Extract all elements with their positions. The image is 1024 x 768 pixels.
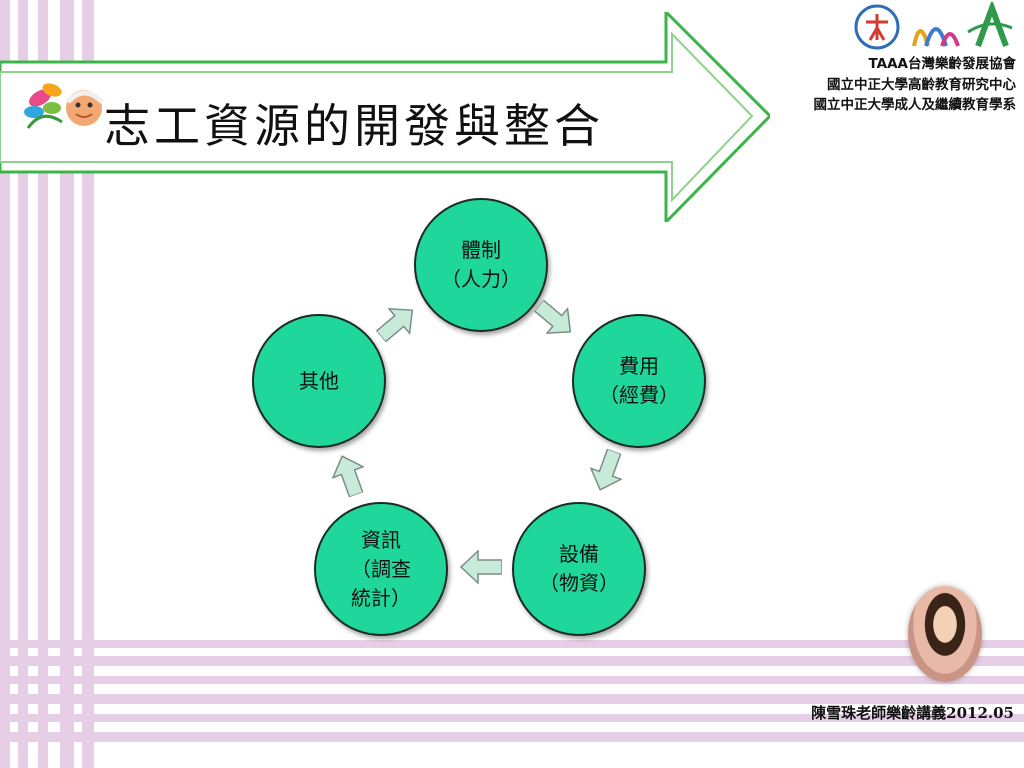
taaa-logo-icon — [854, 4, 900, 50]
node-equipment: 設備 （物資） — [512, 502, 646, 636]
org-line-2: 國立中正大學高齡教育研究中心 — [827, 77, 1016, 93]
node-label: 統計） — [351, 585, 411, 610]
cycle-arrow-icon — [331, 455, 365, 499]
stripe-v3 — [38, 0, 48, 768]
node-label: 設備 — [559, 542, 599, 566]
node-other: 其他 — [252, 314, 386, 448]
node-label: 其他 — [299, 368, 339, 393]
stripe-v5 — [82, 0, 94, 768]
stripe-h5 — [0, 714, 1024, 722]
speaker-photo — [908, 586, 982, 682]
stripe-v1 — [0, 0, 10, 768]
node-system: 體制 （人力） — [414, 198, 548, 332]
flower-logo-icon — [24, 83, 104, 129]
node-label: （經費） — [599, 383, 679, 407]
cycle-arrow-icon — [533, 299, 572, 335]
stripe-h1 — [0, 640, 1024, 648]
stripe-h6 — [0, 732, 1024, 742]
org-line-3: 國立中正大學成人及繼續教育學系 — [813, 97, 1017, 113]
cycle-arrow-icon — [589, 447, 623, 491]
stripe-h4 — [0, 694, 1024, 704]
slide-title: 志工資源的開發與整合 — [104, 99, 604, 153]
stripe-v4 — [60, 0, 74, 768]
node-information: 資訊 （調查 統計） — [314, 502, 448, 636]
footer-credit: 陳雪珠老師樂齡講義2012.05 — [811, 704, 1014, 722]
node-cost: 費用 （經費） — [572, 314, 706, 448]
node-label: （調查 — [351, 556, 411, 581]
institute-logo-icon — [912, 2, 1013, 48]
node-label: （物資） — [539, 571, 619, 595]
stripe-h2 — [0, 656, 1024, 666]
org-line-1: TAAA台灣樂齡發展協會 — [868, 56, 1016, 72]
stripe-h3 — [0, 676, 1024, 684]
stripe-v2 — [18, 0, 28, 768]
node-label: （人力） — [441, 267, 521, 291]
title-banner-arrow — [0, 12, 770, 222]
node-label: 費用 — [619, 354, 659, 378]
cycle-arrow-icon — [375, 307, 414, 343]
cycle-arrow-icon — [460, 550, 502, 584]
node-label: 資訊 — [361, 527, 401, 552]
node-label: 體制 — [461, 238, 501, 262]
